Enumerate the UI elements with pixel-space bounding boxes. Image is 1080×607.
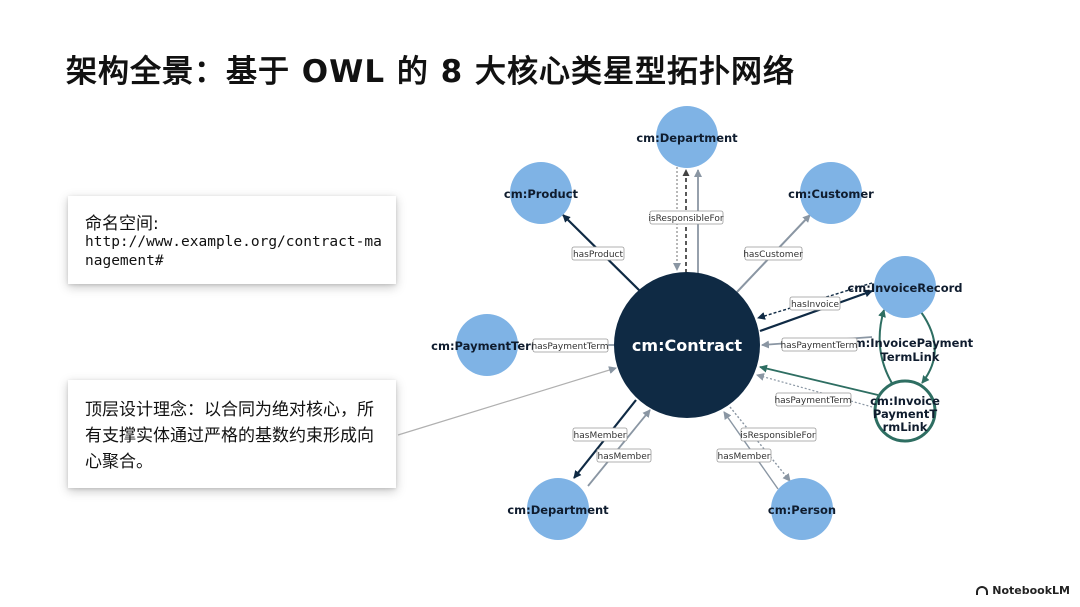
svg-text:hasMember: hasMember <box>574 431 627 441</box>
node-department-top <box>656 106 718 168</box>
pointer-line <box>397 366 617 436</box>
node-invoice-record <box>874 256 936 318</box>
label-product: cm:Product <box>504 187 579 201</box>
label-link-node-2: PaymentT <box>873 407 937 421</box>
edge-has-member-b <box>587 409 651 487</box>
label-link-node-1: cm:Invoice <box>870 394 940 408</box>
namespace-card: 命名空间: http://www.example.org/contract-ma… <box>68 196 396 284</box>
label-payment-term: cm:PaymentTerm <box>431 339 543 353</box>
edge-label-has-member-b: hasMember <box>596 448 652 463</box>
design-text: 顶层设计理念：以合同为绝对核心，所有支撑实体通过严格的基数约束形成向心聚合。 <box>85 400 374 472</box>
edge-label-has-payment-term-right: hasPaymentTerm <box>780 337 858 352</box>
svg-text:hasCustomer: hasCustomer <box>743 250 803 260</box>
label-link-node-3: rmLink <box>883 420 928 434</box>
label-person: cm:Person <box>768 503 836 517</box>
edge-has-payment-term-lower <box>756 373 877 409</box>
edge-label-has-member-c: hasMember <box>716 448 772 463</box>
brand-label: NotebookLM <box>992 584 1070 597</box>
svg-text:hasMember: hasMember <box>718 452 771 462</box>
svg-text:hasMember: hasMember <box>598 452 651 462</box>
edge-teal-curve-right <box>920 311 936 384</box>
node-payment-term <box>456 314 518 376</box>
edge-label-has-payment-term-lower: hasPaymentTerm <box>774 392 852 407</box>
edge-label-has-member-a: hasMember <box>572 427 628 442</box>
label-contract: cm:Contract <box>632 336 743 355</box>
svg-text:isResponsibleFor: isResponsibleFor <box>740 431 815 441</box>
node-department-bottom <box>527 478 589 540</box>
svg-text:hasPaymentTerm: hasPaymentTerm <box>774 396 851 406</box>
design-card: 顶层设计理念：以合同为绝对核心，所有支撑实体通过严格的基数约束形成向心聚合。 <box>68 380 396 488</box>
svg-text:hasPaymentTerm: hasPaymentTerm <box>780 341 857 351</box>
node-product <box>510 162 572 224</box>
namespace-value: http://www.example.org/contract-manageme… <box>85 234 382 269</box>
label-department-top: cm:Department <box>636 131 738 145</box>
label-department-bottom: cm:Department <box>507 503 609 517</box>
label-link-text-1: cm:InvoicePayment <box>847 336 974 350</box>
edge-has-invoice <box>759 289 873 333</box>
edge-link-node-to-contract <box>759 364 879 396</box>
edge-label-has-product: hasProduct <box>571 246 625 261</box>
notebooklm-logo-icon <box>976 586 989 595</box>
edge-is-responsible-bottom <box>729 406 791 482</box>
edge-label-is-responsible-top: isResponsibleFor <box>648 210 724 225</box>
label-customer: cm:Customer <box>788 187 874 201</box>
label-invoice-record: cm:InvoiceRecord <box>847 281 962 295</box>
node-invoice-payment-term-link <box>873 379 937 443</box>
svg-text:hasProduct: hasProduct <box>573 250 624 260</box>
node-person <box>771 478 833 540</box>
edge-label-has-invoice: hasInvoice <box>789 296 841 311</box>
svg-text:hasPaymentTerm: hasPaymentTerm <box>531 342 608 352</box>
page-title: 架构全景：基于 OWL 的 8 大核心类星型拓扑网络 <box>66 54 796 90</box>
node-contract <box>614 272 760 418</box>
svg-text:isResponsibleFor: isResponsibleFor <box>648 214 723 224</box>
notebooklm-branding: NotebookLM <box>976 584 1070 597</box>
edge-teal-curve-left <box>878 309 894 386</box>
svg-text:hasInvoice: hasInvoice <box>791 300 840 310</box>
edge-label-has-payment-term-left: hasPaymentTerm <box>531 338 609 353</box>
namespace-label: 命名空间: <box>85 214 159 234</box>
edge-label-is-responsible-bottom: isResponsibleFor <box>740 427 817 442</box>
edge-label-has-customer: hasCustomer <box>743 246 803 261</box>
node-customer <box>800 162 862 224</box>
label-link-text-2: TermLink <box>881 350 940 364</box>
